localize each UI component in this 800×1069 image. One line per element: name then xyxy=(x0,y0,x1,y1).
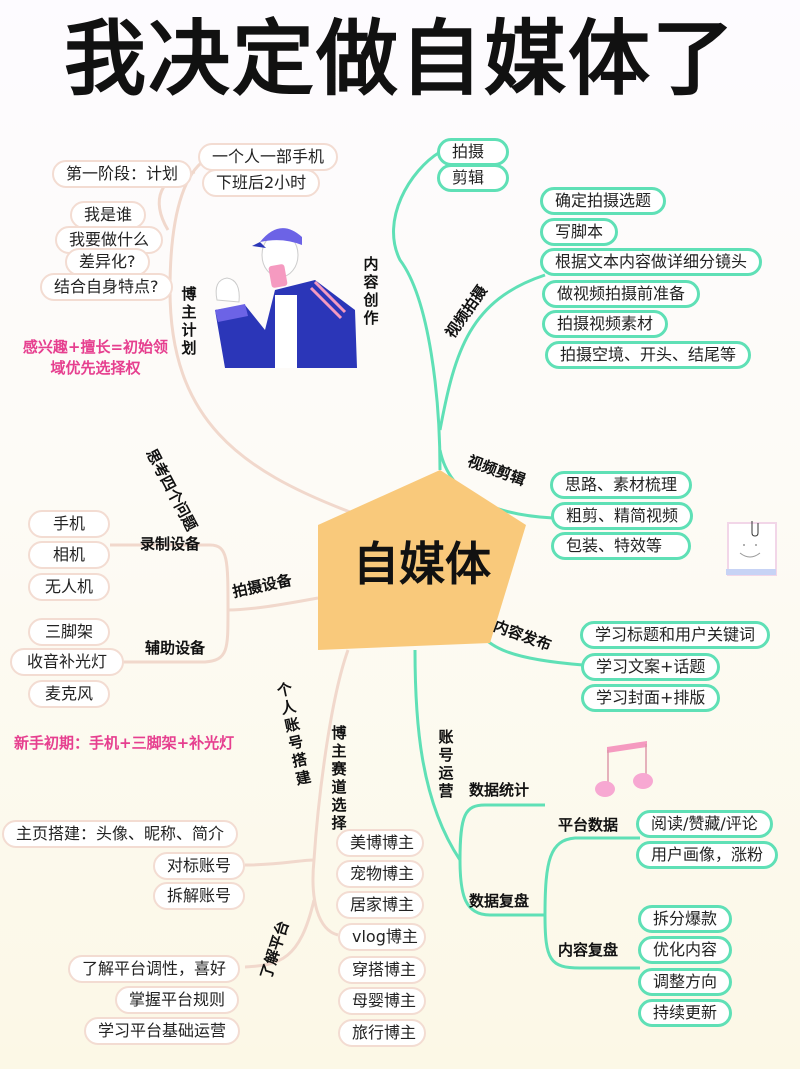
music-note-decoration xyxy=(595,741,653,797)
sticky-note-decoration xyxy=(726,521,777,576)
cap xyxy=(260,228,302,245)
content-review-node[interactable]: 调整方向 xyxy=(638,968,733,996)
niche-node[interactable]: vlog博主 xyxy=(338,923,426,951)
editing-step-node[interactable]: 粗剪、精简视频 xyxy=(551,502,694,530)
branch-label-niche: 博主赛道选择 xyxy=(331,724,347,832)
niche-node[interactable]: 居家博主 xyxy=(336,891,424,919)
question-node[interactable]: 结合自身特点? xyxy=(40,273,173,301)
recording-device-node[interactable]: 相机 xyxy=(28,541,110,569)
phone xyxy=(268,264,288,288)
center-node-shape xyxy=(318,470,526,650)
stage-node[interactable]: 第一阶段：计划 xyxy=(52,160,193,188)
account-setup-node[interactable]: 主页搭建：头像、昵称、简介 xyxy=(2,820,239,848)
platform-node[interactable]: 掌握平台规则 xyxy=(115,986,240,1014)
niche-node[interactable]: 宠物博主 xyxy=(336,860,424,888)
account-setup-node[interactable]: 对标账号 xyxy=(153,852,246,880)
interest-note: 感兴趣+擅长=初始领 域优先选择权 xyxy=(8,336,183,378)
editing-step-node[interactable]: 包装、特效等 xyxy=(551,532,691,560)
plan-item[interactable]: 下班后2小时 xyxy=(202,169,321,197)
recording-devices-label: 录制设备 xyxy=(140,535,201,553)
auxiliary-device-node[interactable]: 收音补光灯 xyxy=(10,648,124,676)
question-node[interactable]: 我是谁 xyxy=(70,201,147,229)
interest-note-line: 域优先选择权 xyxy=(50,359,141,377)
content-review-node[interactable]: 持续更新 xyxy=(638,999,733,1027)
center-node-label[interactable]: 自媒体 xyxy=(353,537,491,591)
recording-device-node[interactable]: 手机 xyxy=(28,510,110,538)
niche-node[interactable]: 母婴博主 xyxy=(338,987,426,1015)
auxiliary-device-node[interactable]: 三脚架 xyxy=(28,618,110,646)
platform-node[interactable]: 了解平台调性，喜好 xyxy=(68,955,241,983)
content-review-node[interactable]: 优化内容 xyxy=(638,936,733,964)
publishing-step-node[interactable]: 学习标题和用户关键词 xyxy=(580,621,771,649)
shooting-step-node[interactable]: 做视频拍摄前准备 xyxy=(542,280,701,308)
niche-node[interactable]: 旅行博主 xyxy=(338,1019,426,1047)
platform-data-node[interactable]: 用户画像，涨粉 xyxy=(636,841,779,869)
niche-node[interactable]: 美博博主 xyxy=(336,829,424,857)
raised-fist xyxy=(215,277,240,303)
branch-label-operations: 账号运营 xyxy=(438,728,454,800)
question-node[interactable]: 差异化? xyxy=(65,248,150,276)
page-title: 我决定做自媒体了 xyxy=(63,12,736,107)
content-review-node[interactable]: 拆分爆款 xyxy=(638,905,733,933)
data-stats-label: 数据统计 xyxy=(469,781,530,799)
platform-data-label: 平台数据 xyxy=(558,816,619,834)
creation-node[interactable]: 剪辑 xyxy=(437,164,509,192)
branch-label-content-creation: 内容创作 xyxy=(363,255,379,327)
platform-data-node[interactable]: 阅读/赞藏/评论 xyxy=(636,810,773,838)
shooting-step-node[interactable]: 写脚本 xyxy=(540,218,619,246)
creation-node[interactable]: 拍摄 xyxy=(437,138,509,166)
shooting-step-node[interactable]: 根据文本内容做详细分镜头 xyxy=(540,248,763,276)
shooting-step-node[interactable]: 拍摄视频素材 xyxy=(542,310,669,338)
content-review-label: 内容复盘 xyxy=(558,941,619,959)
beginner-note: 新手初期：手机+三脚架+补光灯 xyxy=(14,734,235,752)
plan-item[interactable]: 一个人一部手机 xyxy=(198,143,339,171)
auxiliary-devices-label: 辅助设备 xyxy=(145,639,206,657)
shooting-step-node[interactable]: 拍摄空境、开头、结尾等 xyxy=(545,341,752,369)
branch-label-blogger-plan: 博主计划 xyxy=(181,285,197,357)
publishing-step-node[interactable]: 学习文案+话题 xyxy=(581,653,721,681)
niche-node[interactable]: 穿搭博主 xyxy=(338,956,426,984)
character-illustration xyxy=(215,228,357,368)
editing-step-node[interactable]: 思路、素材梳理 xyxy=(550,471,693,499)
publishing-step-node[interactable]: 学习封面+排版 xyxy=(581,684,721,712)
platform-node[interactable]: 学习平台基础运营 xyxy=(84,1017,241,1045)
recording-device-node[interactable]: 无人机 xyxy=(28,573,110,601)
data-review-label: 数据复盘 xyxy=(469,892,530,910)
account-setup-node[interactable]: 拆解账号 xyxy=(153,882,246,910)
shooting-step-node[interactable]: 确定拍摄选题 xyxy=(540,187,667,215)
interest-note-line: 感兴趣+擅长=初始领 xyxy=(22,338,169,356)
auxiliary-device-node[interactable]: 麦克风 xyxy=(28,680,110,708)
